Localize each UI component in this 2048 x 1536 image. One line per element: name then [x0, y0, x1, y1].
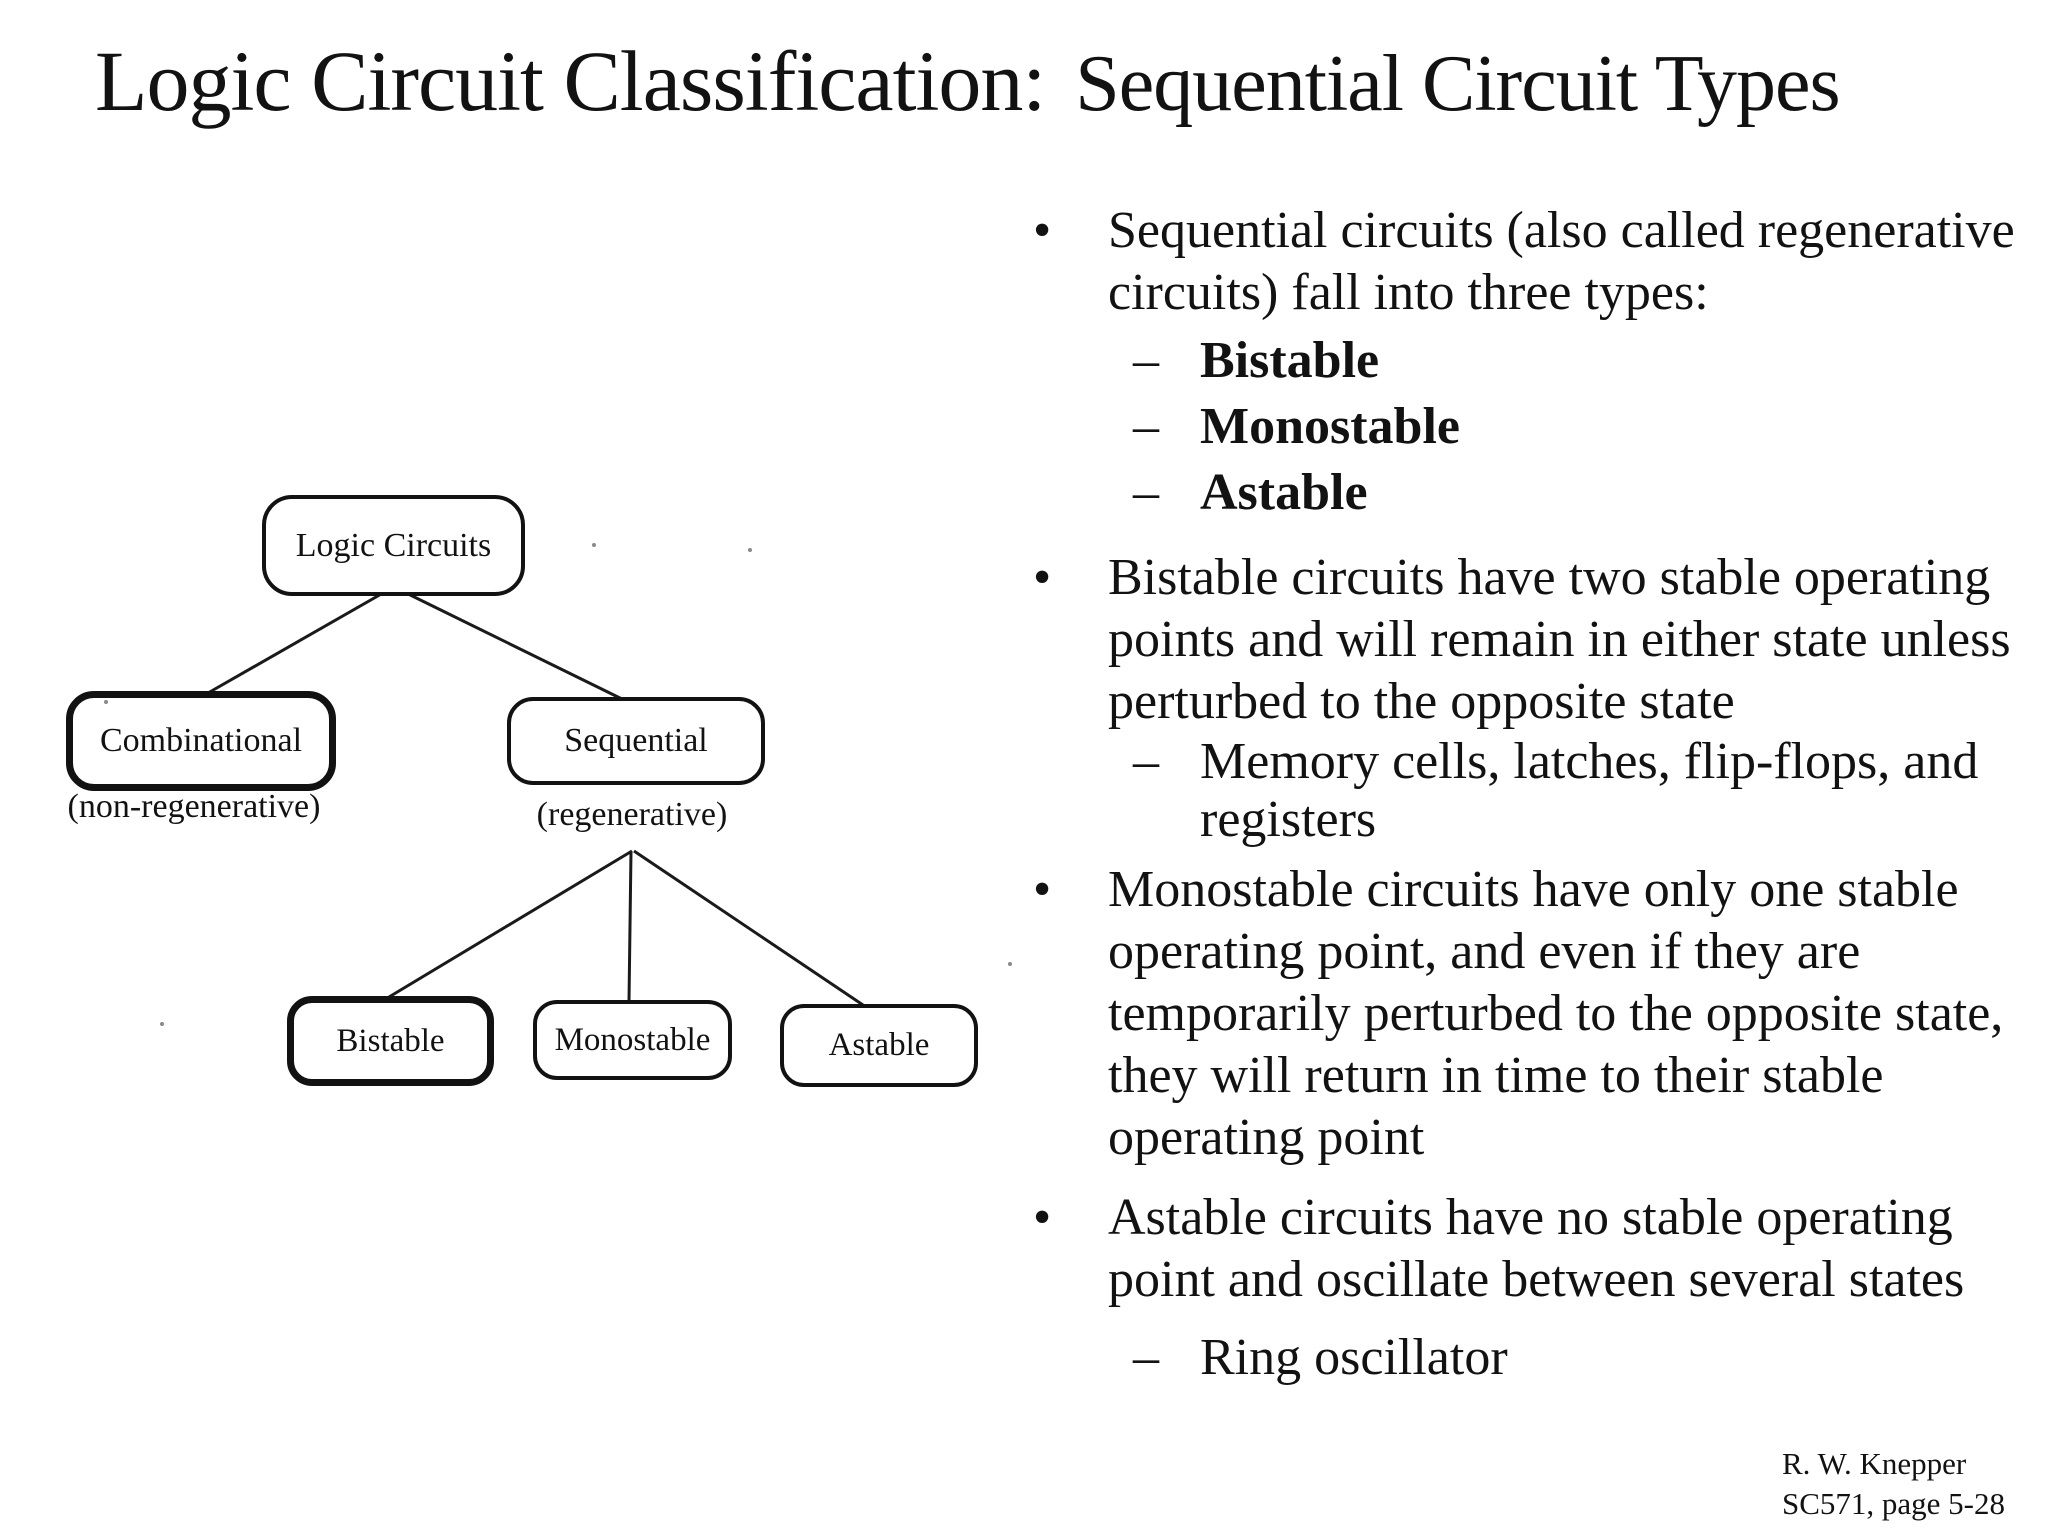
sub-bullet-text: Bistable [1200, 332, 1380, 389]
text-line: Bistable circuits have two stable operat… [1108, 549, 1991, 606]
page-title-main: Logic Circuit Classification: [95, 33, 1046, 129]
bullet-text: Monostable circuits have only one stable… [1108, 859, 2028, 1169]
sub-bullet-monostable: – Monostable [1028, 394, 2028, 460]
sub-bullet-ring-oscillator: – Ring oscillator [1028, 1329, 2028, 1387]
text-line: circuits) fall into three types: [1108, 264, 1709, 321]
bullet-item-monostable-description: • Monostable circuits have only one stab… [1028, 859, 2028, 1169]
dash-icon: – [1133, 1329, 1159, 1386]
sub-bullet-memory-cells: – Memory cells, latches, flip-flops, and… [1028, 733, 2028, 849]
bullet-icon: • [1033, 861, 1052, 918]
text-line: temporarily perturbed to the opposite st… [1108, 985, 2004, 1042]
bullet-text: Bistable circuits have two stable operat… [1108, 547, 2028, 733]
tree-node-monostable: Monostable [533, 1000, 732, 1080]
bullet-text: Sequential circuits (also called regener… [1108, 200, 2028, 324]
text-line: they will return in time to their stable [1108, 1047, 1884, 1104]
tree-node-label: Monostable [554, 1021, 711, 1058]
footer-author: R. W. Knepper [1782, 1446, 1967, 1481]
bullet-item-bistable-description: • Bistable circuits have two stable oper… [1028, 547, 2028, 733]
sub-bullet-astable: – Astable [1028, 460, 2028, 526]
tree-node-label: Logic Circuits [295, 526, 492, 564]
bullet-text: Astable circuits have no stable operatin… [1108, 1187, 2028, 1311]
sub-bullet-text: Memory cells, latches, flip-flops, and r… [1200, 733, 2028, 849]
footer-page-reference: SC571, page 5-28 [1782, 1486, 2006, 1521]
dash-icon: – [1133, 464, 1159, 521]
bullet-item-astable-description: • Astable circuits have no stable operat… [1028, 1187, 2028, 1311]
text-line: Sequential circuits (also called regener… [1108, 202, 2015, 259]
text-line: registers [1200, 791, 1377, 848]
tree-node-label: Combinational [99, 722, 303, 759]
tree-node-bistable: Bistable [287, 996, 494, 1086]
sub-bullet-text: Monostable [1200, 398, 1460, 455]
tree-caption-non-regenerative: (non-regenerative) [67, 788, 321, 825]
tree-node-label: Sequential [564, 722, 708, 759]
scan-speck [592, 543, 596, 547]
text-line: point and oscillate between several stat… [1108, 1251, 1965, 1308]
sub-bullet-text: Astable [1200, 464, 1368, 521]
dash-icon: – [1133, 398, 1159, 455]
text-line: points and will remain in either state u… [1108, 611, 2011, 668]
sub-bullet-bistable: – Bistable [1028, 328, 2028, 394]
text-line: operating point [1108, 1109, 1425, 1166]
bullet-icon: • [1033, 202, 1052, 259]
tree-node-logic-circuits: Logic Circuits [262, 495, 525, 596]
text-line: Memory cells, latches, flip-flops, and [1200, 733, 1979, 790]
dash-icon: – [1133, 733, 1159, 790]
text-line: perturbed to the opposite state [1108, 673, 1735, 730]
scan-speck [1008, 962, 1012, 966]
tree-node-label: Bistable [336, 1022, 445, 1059]
text-line: operating point, and even if they are [1108, 923, 1861, 980]
bullet-icon: • [1033, 549, 1052, 606]
bullet-column: • Sequential circuits (also called regen… [1028, 200, 2028, 1387]
tree-node-label: Astable [828, 1027, 930, 1063]
text-line: Ring oscillator [1200, 1329, 1508, 1386]
dash-icon: – [1133, 332, 1159, 389]
bullet-item-sequential-types: • Sequential circuits (also called regen… [1028, 200, 2028, 324]
footer-attribution: R. W. Knepper SC571, page 5-28 [1782, 1444, 2005, 1524]
page-title: Logic Circuit Classification: Sequential … [95, 33, 1841, 129]
classification-tree-diagram: Logic Circuits Combinational (non-regene… [0, 0, 1024, 1200]
tree-node-combinational: Combinational [66, 691, 336, 791]
tree-node-sequential: Sequential [507, 697, 765, 785]
page-title-sub: Sequential Circuit Types [1075, 40, 1840, 128]
tree-node-astable: Astable [780, 1004, 978, 1087]
scan-speck [748, 548, 752, 552]
text-line: Monostable circuits have only one stable [1108, 861, 1959, 918]
sub-bullet-text: Ring oscillator [1200, 1329, 2028, 1387]
text-line: Astable circuits have no stable operatin… [1108, 1189, 1953, 1246]
scan-speck [104, 700, 108, 704]
tree-caption-regenerative: (regenerative) [536, 796, 728, 833]
bullet-icon: • [1033, 1189, 1052, 1246]
scan-speck [160, 1022, 164, 1026]
